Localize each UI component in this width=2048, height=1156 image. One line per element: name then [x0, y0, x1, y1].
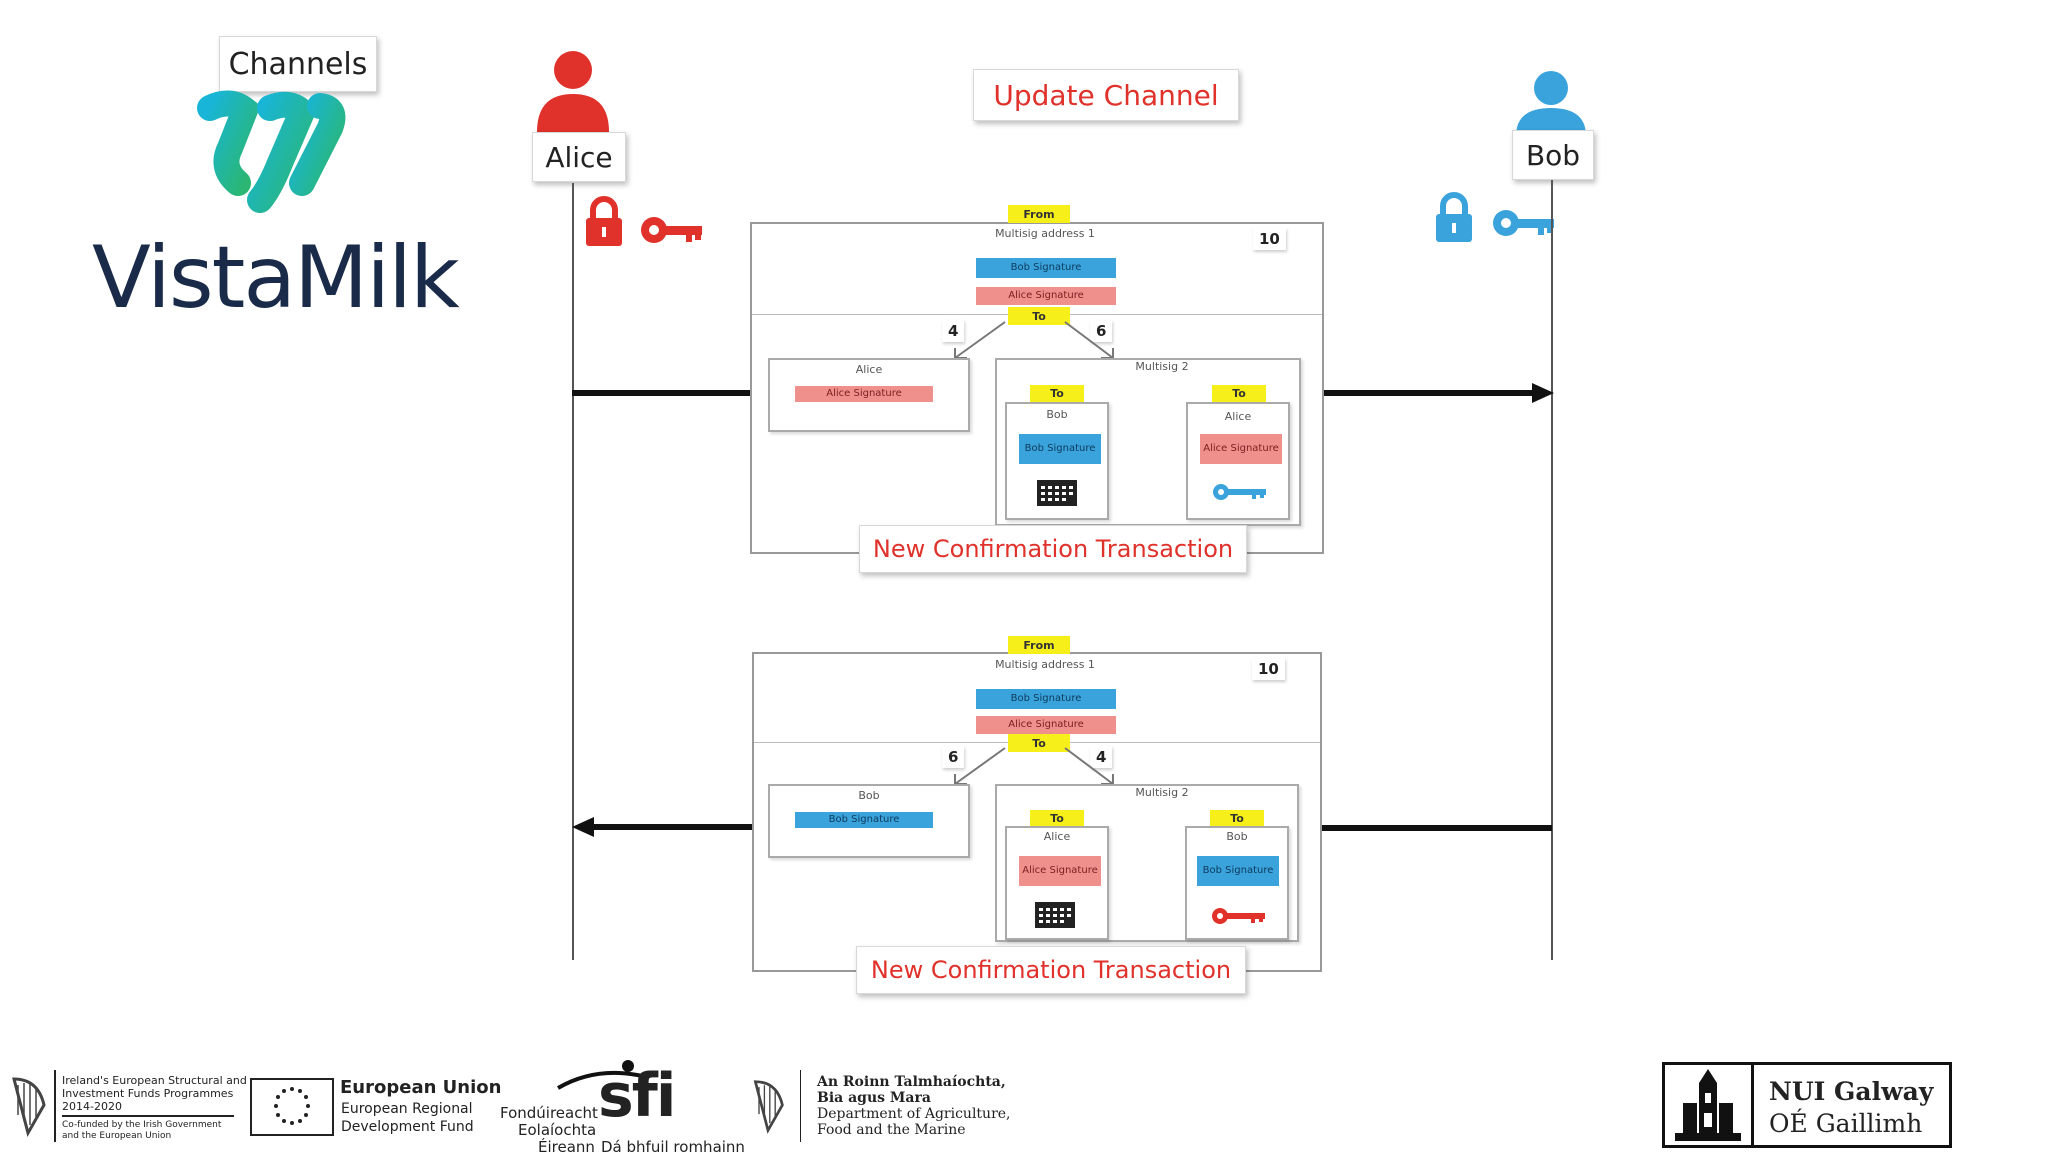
- bob-text: Bob: [1525, 138, 1581, 172]
- tx1-branch-a-to: To: [1030, 385, 1084, 402]
- tx1-amount: 10: [1253, 228, 1286, 250]
- tx1-branch-a-sig: Bob Signature: [1019, 434, 1101, 464]
- harp-icon-1: [12, 1077, 46, 1137]
- eu-sub-1: European Regional: [341, 1101, 473, 1117]
- tx2-multisig-address: Multisig address 1: [995, 658, 1095, 671]
- tx2-right-amount: 4: [1090, 746, 1113, 768]
- cofunded-line-2: and the European Union: [62, 1131, 172, 1141]
- tx2-from-label: From: [1008, 636, 1070, 654]
- sfi-left-3: Éireann: [538, 1138, 595, 1156]
- tx1-from-label: From: [1008, 205, 1070, 223]
- footer-rule: [62, 1115, 234, 1117]
- tx1-sig2: Alice Signature: [976, 287, 1116, 305]
- arrow-tx1-to-bob: [1322, 383, 1554, 403]
- tx2-branch-b-box: Bob Bob Signature: [1185, 826, 1289, 940]
- nui-galway-logo: NUI Galway OÉ Gaillimh: [1662, 1062, 1952, 1148]
- arrow-bob-to-tx2: [1320, 825, 1552, 831]
- tx2-amount: 10: [1252, 658, 1285, 680]
- alice-avatar-icon: [537, 51, 609, 132]
- ireland-funds-line-2: Investment Funds Programmes: [62, 1087, 234, 1100]
- tx1-multisig-address: Multisig address 1: [995, 227, 1095, 240]
- tx1-caption: New Confirmation Transaction: [859, 525, 1247, 573]
- alice-key-icon: [641, 217, 702, 243]
- bob-lock-icon: [1436, 192, 1472, 242]
- tx1-left-output-name: Alice: [855, 363, 883, 376]
- tx1-blue-key-icon: [1213, 484, 1266, 500]
- sfi-left-2: Eolaíochta: [518, 1121, 597, 1139]
- alice-lock-icon: [586, 196, 622, 246]
- cofunded-line-1: Co-funded by the Irish Government: [62, 1120, 222, 1130]
- bob-key-icon: [1493, 210, 1554, 236]
- tx2-branch-b-sig: Bob Signature: [1197, 856, 1279, 886]
- tx2-sig1: Bob Signature: [976, 689, 1116, 709]
- nui-line-2: OÉ Gaillimh: [1769, 1109, 1923, 1138]
- update-channel-label: Update Channel: [973, 69, 1239, 121]
- channels-text: Channels: [228, 46, 368, 82]
- tx1-left-output: Alice Alice Signature: [768, 358, 970, 432]
- dept-line-4: Food and the Marine: [817, 1122, 966, 1138]
- tx1-branch-b-to: To: [1212, 385, 1266, 402]
- tx2-left-output: Bob Bob Signature: [768, 784, 970, 858]
- arrow-tx2-to-alice: [572, 817, 754, 837]
- tx2-left-output-name: Bob: [858, 789, 880, 802]
- arrow-left-to-tx1: [572, 390, 752, 396]
- sfi-left-1: Fondúireacht: [500, 1104, 598, 1122]
- tx1-calendar-icon: [1037, 480, 1077, 506]
- bob-label: Bob: [1512, 130, 1594, 180]
- tx2-caption-text: New Confirmation Transaction: [870, 956, 1232, 984]
- tx2-branch-a-to: To: [1030, 810, 1084, 827]
- vistamilk-logo-icon: [197, 90, 346, 213]
- tx2-sig2: Alice Signature: [976, 716, 1116, 734]
- vistamilk-logo-text: VistaMilk: [92, 228, 460, 328]
- tx2-left-amount: 6: [942, 746, 965, 768]
- tx2-to-label: To: [1008, 734, 1070, 752]
- dept-line-2: Bia agus Mara: [817, 1090, 931, 1106]
- tx1-left-output-sig: Alice Signature: [795, 386, 933, 402]
- tx2-caption: New Confirmation Transaction: [856, 946, 1246, 994]
- tx1-caption-text: New Confirmation Transaction: [872, 535, 1234, 563]
- tx2-left-output-sig: Bob Signature: [795, 812, 933, 828]
- tower-icon: [1675, 1069, 1741, 1141]
- nui-emblem: [1665, 1065, 1754, 1145]
- tx1-branch-a-box: Bob Bob Signature: [1005, 402, 1109, 520]
- harp-icon-2: [753, 1080, 784, 1134]
- tx1-branch-a-name: Bob: [1046, 408, 1068, 421]
- eu-title: European Union: [340, 1077, 502, 1098]
- tx2-branch-a-box: Alice Alice Signature: [1005, 826, 1109, 940]
- tx1-branch-b-name: Alice: [1224, 410, 1252, 423]
- tx2-branch-a-name: Alice: [1043, 830, 1071, 843]
- tx2-multisig2-label: Multisig 2: [1135, 786, 1189, 799]
- sfi-swoosh-icon: [556, 1060, 643, 1090]
- sfi-logo-text: sfi: [598, 1061, 676, 1131]
- alice-text: Alice: [545, 140, 613, 174]
- footer-divider-2: [800, 1070, 801, 1142]
- bob-avatar-icon: [1516, 71, 1586, 136]
- tx2-branch-b-to: To: [1210, 810, 1264, 827]
- tx1-branch-b-sig: Alice Signature: [1200, 434, 1282, 464]
- footer-divider-1: [54, 1070, 56, 1142]
- ireland-funds-line-3: 2014-2020: [62, 1100, 122, 1113]
- nui-line-1: NUI Galway: [1769, 1077, 1934, 1106]
- tx1-sig1: Bob Signature: [976, 258, 1116, 278]
- tx1-branch-b-box: Alice Alice Signature: [1186, 402, 1290, 520]
- tx1-left-amount: 4: [942, 320, 965, 342]
- update-channel-text: Update Channel: [993, 78, 1219, 112]
- dept-line-3: Department of Agriculture,: [817, 1106, 1011, 1122]
- tx2-branch-a-sig: Alice Signature: [1019, 856, 1101, 886]
- tx2-branch-b-name: Bob: [1226, 830, 1248, 843]
- dept-line-1: An Roinn Talmhaíochta,: [817, 1074, 1006, 1090]
- ireland-funds-line-1: Ireland's European Structural and: [62, 1074, 247, 1087]
- tx1-to-label: To: [1008, 307, 1070, 325]
- alice-label: Alice: [532, 132, 626, 182]
- eu-sub-2: Development Fund: [341, 1119, 474, 1135]
- channels-label: Channels: [219, 36, 377, 92]
- tx1-multisig2-label: Multisig 2: [1135, 360, 1189, 373]
- tx1-right-amount: 6: [1090, 320, 1113, 342]
- tx2-calendar-icon: [1035, 902, 1075, 928]
- tx2-red-key-icon: [1212, 908, 1265, 924]
- eu-flag-icon: [250, 1078, 334, 1136]
- sfi-tagline: Dá bhfuil romhainn: [601, 1138, 745, 1156]
- bob-lifeline: [1551, 180, 1553, 960]
- alice-lifeline: [572, 183, 574, 960]
